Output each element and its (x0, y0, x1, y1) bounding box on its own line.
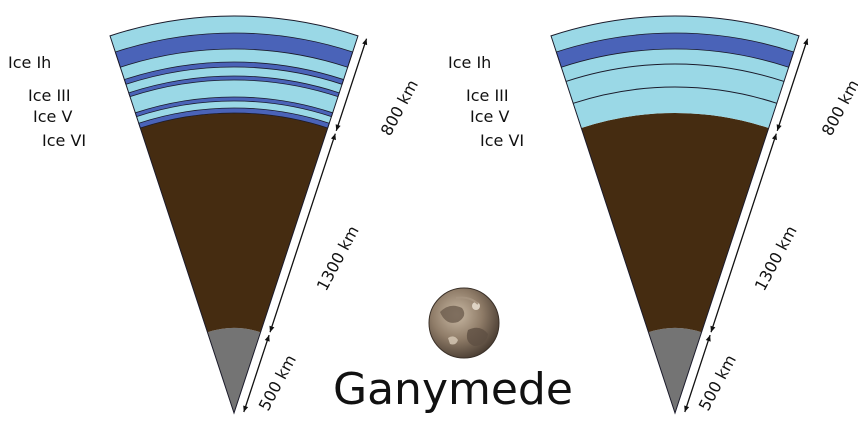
dimension-arrow-mantle-head-1 (269, 325, 275, 333)
dimension-arrow-mantle-head-0 (330, 133, 336, 141)
dimension-arrow-ice-head-0 (803, 38, 809, 46)
right-label-ice-v: Ice V (470, 107, 509, 126)
dimension-arrow-ice (335, 38, 368, 132)
left-label-ice-iii: Ice III (28, 86, 71, 105)
dimension-arrow-mantle (710, 133, 777, 333)
wedge-outline (550, 15, 800, 415)
left-interior-wedge (109, 15, 368, 415)
core-region (648, 328, 702, 413)
dimension-arrow-core (243, 334, 270, 413)
left-label-ice-ih: Ice Ih (8, 53, 51, 72)
figure-title: Ganymede (333, 364, 573, 415)
left-dimension-500: 500 km (255, 352, 300, 414)
dimension-arrow-mantle-head-1 (710, 325, 716, 333)
dimension-arrow-ice-head-0 (362, 38, 368, 46)
rocky-mantle-region (581, 112, 769, 333)
right-dimension-1300: 1300 km (751, 223, 801, 294)
left-label-ice-v: Ice V (33, 107, 72, 126)
right-label-ice-ih: Ice Ih (448, 53, 491, 72)
left-dimension-800: 800 km (377, 77, 422, 139)
right-label-ice-vi: Ice VI (480, 131, 524, 150)
dimension-arrow-mantle (269, 133, 336, 333)
dimension-arrow-ice-head-1 (776, 124, 782, 131)
left-dimension-1300: 1300 km (313, 223, 363, 294)
dimension-arrow-ice (776, 38, 809, 132)
rocky-mantle-region (140, 112, 328, 333)
ice-iii-boundary (565, 63, 785, 82)
right-interior-wedge (550, 15, 809, 415)
dimension-arrow-ice-head-1 (335, 124, 341, 131)
dimension-arrow-core-head-0 (705, 335, 711, 342)
core-region (207, 328, 261, 413)
right-dimension-800: 800 km (818, 77, 858, 139)
dimension-arrow-core-head-0 (264, 335, 270, 342)
wedge-outline (109, 15, 359, 415)
dimension-arrow-core-head-1 (684, 405, 690, 413)
dimension-arrow-mantle-head-0 (771, 133, 777, 141)
left-label-ice-vi: Ice VI (42, 131, 86, 150)
right-label-ice-iii: Ice III (466, 86, 509, 105)
ice-v-boundary (573, 86, 777, 104)
dimension-arrow-core-head-1 (243, 405, 249, 413)
ganymede-globe-icon (428, 287, 500, 359)
dimension-arrow-core (684, 334, 711, 413)
